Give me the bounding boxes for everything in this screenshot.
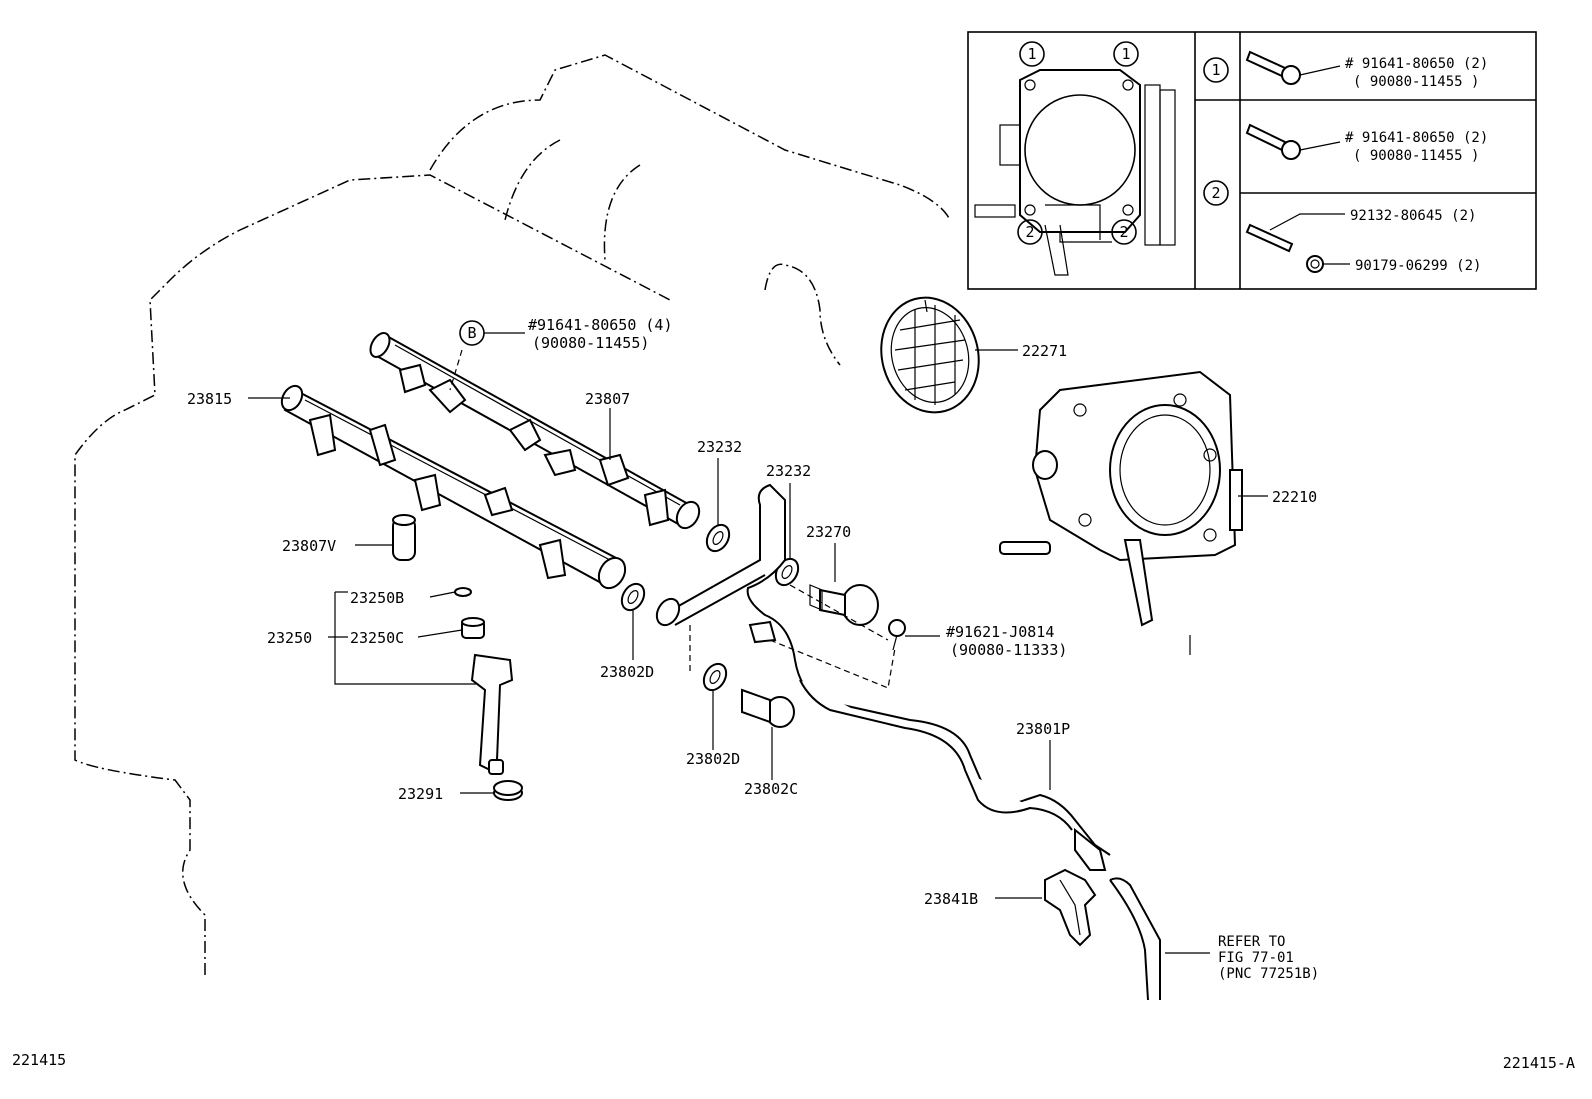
insulator-23291[interactable] — [493, 780, 523, 801]
grommet-23250c[interactable] — [461, 617, 485, 639]
throttle-body-22210[interactable] — [999, 370, 1243, 655]
bolt-icon — [1245, 123, 1341, 160]
circle-2-marker-a: 2 — [1017, 219, 1043, 245]
circle-1-marker-a: 1 — [1019, 41, 1045, 67]
label-23250c: 23250C — [350, 629, 404, 647]
nut-icon — [1306, 255, 1350, 273]
label-22271: 22271 — [1022, 342, 1067, 360]
fuel-damper-23807v[interactable] — [392, 514, 416, 561]
gasket-23802d-a[interactable] — [617, 580, 648, 614]
refer-line-3: (PNC 77251B) — [1218, 966, 1319, 982]
injector-23250[interactable] — [470, 653, 514, 775]
gasket-22271[interactable] — [869, 287, 992, 424]
svg-text:2: 2 — [1211, 184, 1220, 202]
leader-lines — [248, 349, 1268, 954]
label-23801p: 23801P — [1016, 720, 1070, 738]
union-bolt-23802c[interactable] — [741, 688, 795, 728]
bolt-icon — [1245, 50, 1341, 85]
label-22210: 22210 — [1272, 488, 1317, 506]
svg-text:1: 1 — [1211, 61, 1220, 79]
gasket-23232-a[interactable] — [702, 521, 733, 555]
label-23802d-a: 23802D — [600, 663, 654, 681]
label-23250: 23250 — [267, 629, 312, 647]
label-23232-b: 23232 — [766, 462, 811, 480]
clip-23841b[interactable] — [1044, 868, 1097, 947]
flange-sketch — [974, 69, 1176, 276]
figure-number: 221415 — [12, 1051, 66, 1069]
label-23232-a: 23232 — [697, 438, 742, 456]
legend-key-2: 2 — [1203, 180, 1229, 206]
svg-text:B: B — [467, 324, 476, 342]
label-23807v: 23807V — [282, 537, 336, 555]
label-23802d-b: 23802D — [686, 750, 740, 768]
bolt-b-callout: B — [459, 320, 525, 346]
legend-row3-bolt: 92132-80645 (2) — [1350, 208, 1476, 224]
legend-row1-part: # 91641-80650 (2) — [1345, 56, 1488, 72]
o-ring-23250b[interactable] — [454, 587, 472, 597]
gasket-23802d-b[interactable] — [699, 660, 730, 694]
legend-row2-part: # 91641-80650 (2) — [1345, 130, 1488, 146]
figure-ref: 221415-A — [1503, 1054, 1575, 1072]
label-bolt-b: #91641-80650 (4) — [528, 316, 673, 334]
hose-fig-77-01[interactable] — [1109, 877, 1161, 1001]
stud-bolt-icon — [1245, 213, 1345, 253]
legend-key-1: 1 — [1203, 57, 1229, 83]
svg-text:2: 2 — [1025, 223, 1034, 241]
svg-text:1: 1 — [1027, 45, 1036, 63]
label-bolt-c-alt: (90080-11333) — [950, 641, 1067, 659]
union-23270[interactable] — [809, 584, 879, 626]
circle-1-marker-b: 1 — [1113, 41, 1139, 67]
bolt-91621-j0814[interactable] — [888, 619, 906, 651]
fuel-rail-23815[interactable] — [278, 382, 631, 593]
label-23807: 23807 — [585, 390, 630, 408]
svg-text:1: 1 — [1121, 45, 1130, 63]
refer-line-1: REFER TO — [1218, 934, 1285, 950]
refer-line-2: FIG 77-01 — [1218, 950, 1294, 966]
label-23270: 23270 — [806, 523, 851, 541]
legend-box: 1 1 2 2 1 2 # 91641-80650 (2) — [967, 31, 1537, 290]
label-23291: 23291 — [398, 785, 443, 803]
label-23815: 23815 — [187, 390, 232, 408]
svg-text:2: 2 — [1119, 223, 1128, 241]
legend-row3-nut: 90179-06299 (2) — [1355, 258, 1481, 274]
engine-outline — [74, 54, 951, 975]
label-23250b: 23250B — [350, 589, 404, 607]
label-23802c: 23802C — [744, 780, 798, 798]
legend-row2-alt: ( 90080-11455 ) — [1353, 148, 1479, 164]
label-23841b: 23841B — [924, 890, 978, 908]
label-bolt-c: #91621-J0814 — [946, 623, 1054, 641]
fuel-rail-23807[interactable] — [367, 330, 704, 532]
label-bolt-b-alt: (90080-11455) — [532, 334, 649, 352]
guide-lines — [449, 349, 896, 689]
circle-2-marker-b: 2 — [1111, 219, 1137, 245]
legend-row1-alt: ( 90080-11455 ) — [1353, 74, 1479, 90]
fuel-pipe-23801p[interactable] — [652, 483, 1111, 871]
